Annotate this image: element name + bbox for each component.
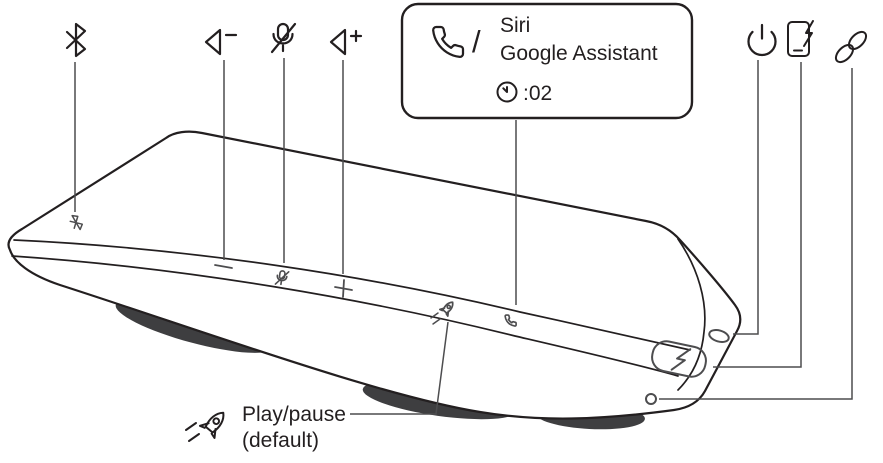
rocket-print-speed-lines — [430, 312, 441, 325]
power-button — [651, 340, 707, 378]
volume-down-icon — [204, 28, 238, 56]
device-body — [7, 130, 742, 420]
end-cap-edge — [677, 238, 706, 391]
leader-lines — [74, 58, 853, 415]
rocket-print-icon — [438, 301, 454, 317]
play-pause-line1: Play/pause — [242, 403, 346, 426]
leader-power — [733, 60, 759, 335]
play-pause-line2: (default) — [242, 429, 319, 452]
top-face-edge — [13, 239, 691, 351]
link-icon — [834, 30, 868, 64]
bluetooth-icon — [65, 22, 87, 58]
mobile-charge-icon — [787, 20, 814, 57]
rocket-icon — [198, 411, 225, 440]
link-led — [645, 393, 657, 405]
bluetooth-print-icon — [69, 214, 84, 231]
callout-separator: / — [472, 24, 481, 59]
assistant-line2: Google Assistant — [500, 42, 658, 65]
power-icon — [747, 23, 777, 57]
volume-up-print-icon — [334, 279, 353, 298]
leader-link — [659, 68, 853, 400]
call-print-icon — [504, 314, 517, 327]
clock-icon — [496, 81, 518, 103]
volume-up-icon — [329, 28, 363, 56]
bevel-edge — [11, 255, 679, 377]
status-led — [708, 329, 730, 343]
rocket-speed-lines — [185, 422, 200, 442]
volume-down-print-icon — [214, 264, 233, 269]
leader-play-pause — [350, 321, 449, 415]
timer-text: :02 — [523, 82, 552, 105]
assistant-line1: Siri — [500, 14, 530, 37]
mute-icon — [270, 22, 297, 54]
call-icon — [432, 25, 465, 59]
leader-mobile-charge — [713, 62, 802, 368]
lightning-icon — [670, 348, 692, 371]
callout-box — [400, 2, 694, 120]
mute-print-icon — [274, 270, 290, 286]
